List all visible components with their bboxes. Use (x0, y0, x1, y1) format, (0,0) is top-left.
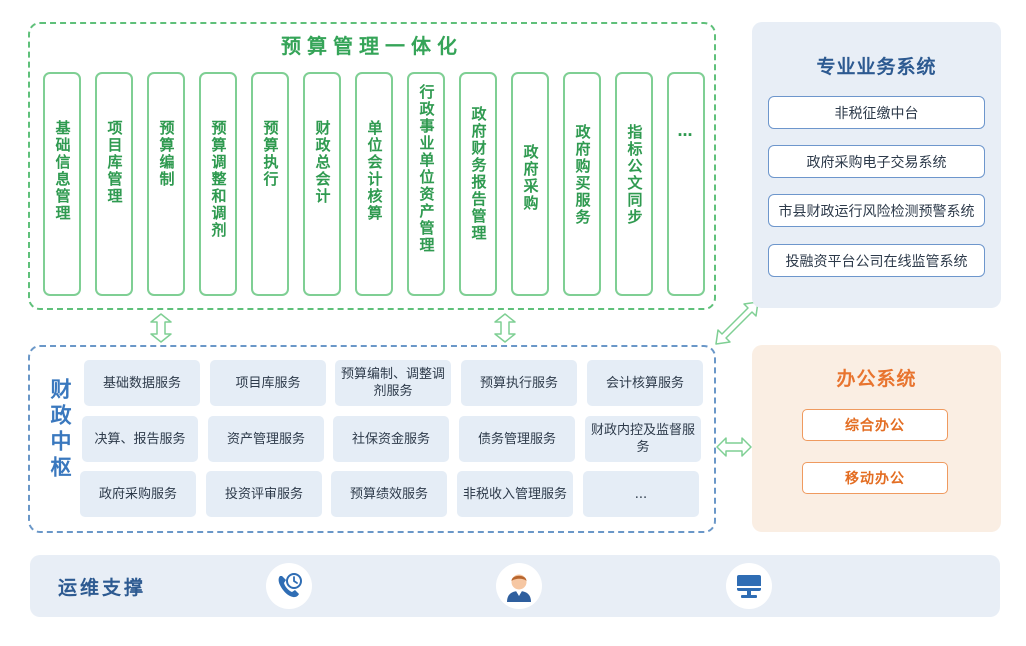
module-label: 行政事业单位资产管理 (417, 84, 436, 254)
double-arrow-icon (150, 313, 172, 343)
ops-support-label: 运维支撑 (58, 577, 147, 599)
module-label: 政府财务报告管理 (469, 106, 488, 242)
monitor-icon (726, 563, 772, 609)
service-tile[interactable]: 债务管理服务 (459, 416, 575, 462)
service-tile[interactable]: 预算执行服务 (461, 360, 577, 406)
module-label: 预算编制 (157, 120, 176, 188)
service-tile[interactable]: 政府采购服务 (80, 471, 196, 517)
service-tile[interactable]: 预算绩效服务 (331, 471, 447, 517)
double-arrow-icon (494, 313, 516, 343)
service-tile[interactable]: 项目库服务 (210, 360, 326, 406)
module-label: 预算调整和调剂 (209, 120, 228, 239)
finance-hub-label: 财政中枢 (48, 378, 72, 482)
module-card[interactable]: 单位会计核算 (355, 72, 393, 296)
office-systems-title: 办公系统 (836, 368, 917, 390)
module-card[interactable]: 预算编制 (147, 72, 185, 296)
service-tile[interactable]: 决算、报告服务 (82, 416, 198, 462)
module-label: 政府采购 (521, 144, 540, 212)
module-label: 预算执行 (261, 120, 280, 188)
professional-system-item[interactable]: 投融资平台公司在线监管系统 (768, 244, 985, 277)
professional-system-item[interactable]: 非税征缴中台 (768, 96, 985, 129)
module-label: 财政总会计 (313, 120, 332, 205)
service-tile[interactable]: 财政内控及监督服务 (585, 416, 701, 462)
module-label: 政府购买服务 (573, 124, 592, 226)
service-tile[interactable]: 会计核算服务 (587, 360, 703, 406)
module-card[interactable]: … (667, 72, 705, 296)
module-card[interactable]: 指标公文同步 (615, 72, 653, 296)
service-tile[interactable]: ... (583, 471, 699, 517)
phone-clock-icon (266, 563, 312, 609)
service-tile[interactable]: 预算编制、调整调剂服务 (335, 360, 451, 406)
module-label: 单位会计核算 (365, 120, 384, 222)
budget-integration-box (28, 22, 716, 310)
module-card[interactable]: 行政事业单位资产管理 (407, 72, 445, 296)
office-system-item[interactable]: 移动办公 (802, 462, 948, 494)
module-card[interactable]: 政府财务报告管理 (459, 72, 497, 296)
module-card[interactable]: 预算调整和调剂 (199, 72, 237, 296)
professional-system-item[interactable]: 政府采购电子交易系统 (768, 145, 985, 178)
module-card[interactable]: 项目库管理 (95, 72, 133, 296)
diagonal-double-arrow-icon (715, 301, 759, 345)
module-card[interactable]: 财政总会计 (303, 72, 341, 296)
module-label: 项目库管理 (105, 120, 124, 205)
module-label: 指标公文同步 (625, 124, 644, 226)
module-card[interactable]: 基础信息管理 (43, 72, 81, 296)
module-card[interactable]: 政府购买服务 (563, 72, 601, 296)
module-card[interactable]: 政府采购 (511, 72, 549, 296)
module-label: 基础信息管理 (53, 120, 72, 222)
service-tile[interactable]: 资产管理服务 (208, 416, 324, 462)
professional-system-item[interactable]: 市县财政运行风险检测预警系统 (768, 194, 985, 227)
module-card[interactable]: 预算执行 (251, 72, 289, 296)
office-system-item[interactable]: 综合办公 (802, 409, 948, 441)
professional-systems-title: 专业业务系统 (816, 56, 937, 78)
service-tile[interactable]: 非税收入管理服务 (457, 471, 573, 517)
finance-hub-box (28, 345, 716, 533)
budget-integration-title: 预算管理一体化 (281, 34, 463, 58)
support-agent-icon (496, 563, 542, 609)
service-tile[interactable]: 基础数据服务 (84, 360, 200, 406)
service-tile[interactable]: 社保资金服务 (333, 416, 449, 462)
horizontal-double-arrow-icon (716, 437, 752, 457)
service-tile[interactable]: 投资评审服务 (206, 471, 322, 517)
module-label: … (677, 122, 695, 140)
